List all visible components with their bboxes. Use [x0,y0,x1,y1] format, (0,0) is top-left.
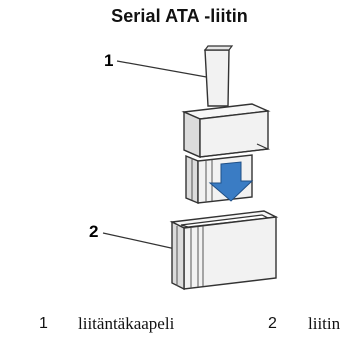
legend-number-1: 1 [39,315,48,332]
legend: 1 liitäntäkaapeli 2 liitin [0,314,359,338]
legend-number-2: 2 [268,315,277,332]
sata-connector-illustration: 1 2 [89,45,279,291]
legend-label-2: liitin [308,314,341,333]
board-connector [169,210,279,291]
callout-leader-2 [102,232,181,251]
callout-number-1: 1 [104,51,113,70]
callout-leader-1 [116,60,213,79]
sata-cable [203,45,234,107]
diagram-title: Serial ATA -liitin [111,6,248,26]
callout-number-2: 2 [89,222,98,241]
legend-label-1: liitäntäkaapeli [78,314,175,333]
arrow-down-icon [208,161,254,202]
